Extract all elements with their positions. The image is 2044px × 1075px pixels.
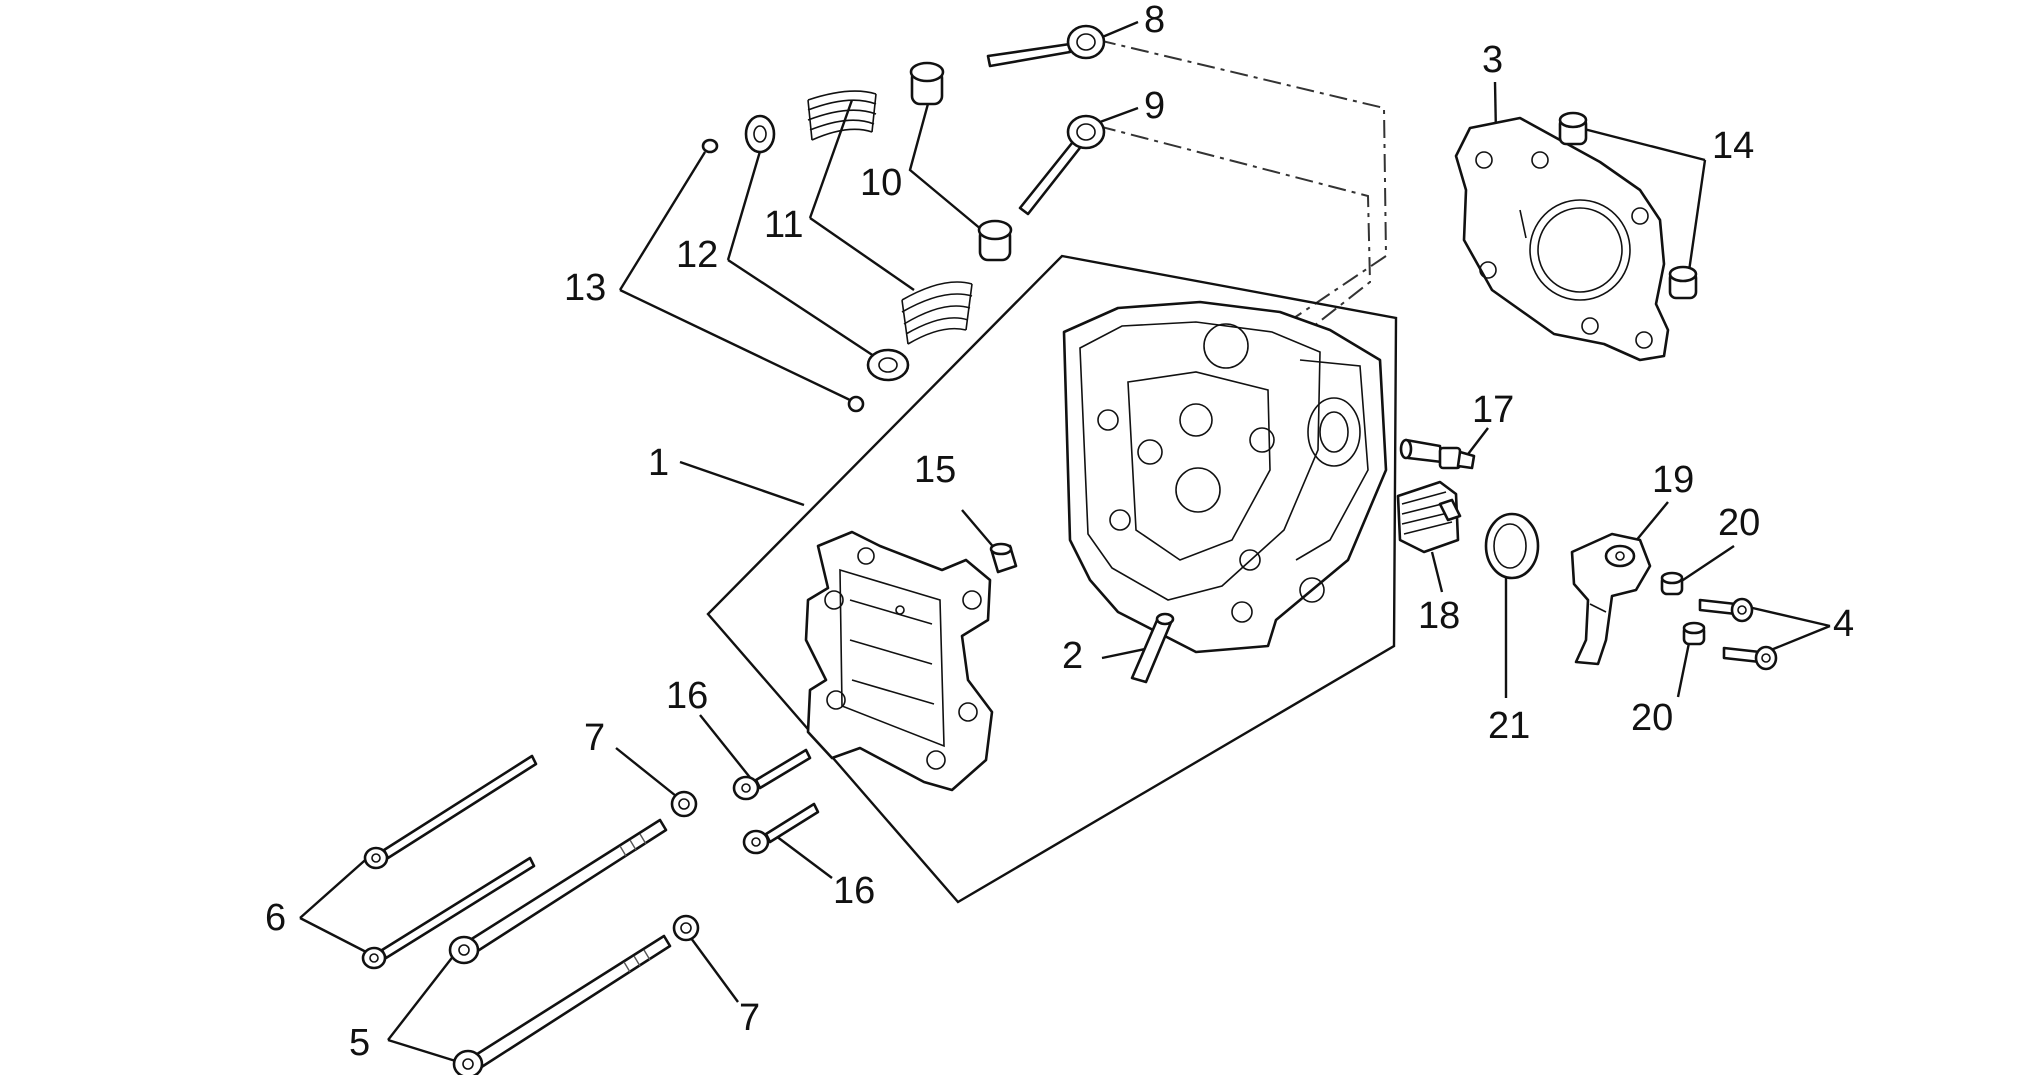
label-4: 4 bbox=[1833, 603, 1854, 645]
label-7-bottom: 7 bbox=[739, 997, 760, 1039]
bushing-top bbox=[1558, 111, 1588, 146]
label-9: 9 bbox=[1144, 85, 1165, 127]
label-20-bottom: 20 bbox=[1631, 697, 1673, 739]
label-10: 10 bbox=[860, 162, 902, 204]
label-20-top: 20 bbox=[1718, 502, 1760, 544]
label-16-bottom: 16 bbox=[833, 870, 875, 912]
valve-seal-bottom bbox=[977, 219, 1013, 262]
label-16-top: 16 bbox=[666, 675, 708, 717]
screw-top bbox=[1698, 597, 1754, 623]
label-12: 12 bbox=[676, 234, 718, 276]
label-2: 2 bbox=[1062, 635, 1083, 677]
bolt-bottom bbox=[742, 802, 820, 855]
callout-labels: 1 2 3 4 5 6 7 7 8 9 10 11 12 13 14 15 16… bbox=[265, 0, 1854, 1064]
valve-spring-bottom bbox=[901, 281, 973, 345]
valve-seal-top bbox=[909, 61, 945, 106]
screw-bottom bbox=[1722, 645, 1778, 671]
cylinder-head bbox=[1062, 300, 1388, 654]
temperature-sensor bbox=[1399, 438, 1476, 470]
nut-top bbox=[1660, 571, 1684, 596]
pin bbox=[989, 542, 1018, 574]
dowel-pin bbox=[1130, 612, 1175, 684]
label-7-top: 7 bbox=[584, 717, 605, 759]
label-21: 21 bbox=[1488, 705, 1530, 747]
assembly-outline bbox=[706, 254, 1398, 904]
nut-bottom bbox=[1682, 621, 1706, 646]
label-5: 5 bbox=[349, 1022, 370, 1064]
stud-bolt-bottom bbox=[452, 934, 672, 1075]
washer-top bbox=[670, 790, 698, 818]
label-13: 13 bbox=[564, 267, 606, 309]
label-18: 18 bbox=[1418, 595, 1460, 637]
label-14: 14 bbox=[1712, 125, 1754, 167]
label-3: 3 bbox=[1482, 39, 1503, 81]
label-17: 17 bbox=[1472, 389, 1514, 431]
stud-bolt-top bbox=[448, 818, 668, 965]
thermostat bbox=[1396, 480, 1462, 554]
thermostat-cover bbox=[1570, 532, 1652, 666]
exhaust-valve bbox=[986, 24, 1106, 68]
head-gasket bbox=[1454, 116, 1670, 362]
long-bolt-top bbox=[363, 754, 538, 870]
label-15: 15 bbox=[914, 449, 956, 491]
valve-cotter-top bbox=[701, 138, 719, 154]
washer-bottom bbox=[672, 914, 700, 942]
label-11: 11 bbox=[764, 204, 803, 246]
valve-spring-top bbox=[807, 90, 877, 141]
long-bolt-bottom bbox=[361, 856, 536, 970]
spring-retainer-bottom bbox=[866, 348, 910, 382]
label-8: 8 bbox=[1144, 0, 1165, 41]
label-6: 6 bbox=[265, 897, 286, 939]
bushing-bottom bbox=[1668, 265, 1698, 300]
label-1: 1 bbox=[648, 442, 669, 484]
rocker-support bbox=[804, 530, 994, 792]
spring-retainer-top bbox=[744, 114, 776, 154]
bolt-top bbox=[732, 748, 812, 801]
label-19: 19 bbox=[1652, 459, 1694, 501]
leader-lines bbox=[299, 20, 1831, 1065]
alignment-lines bbox=[1097, 39, 1388, 341]
intake-valve bbox=[1018, 114, 1106, 216]
valve-cotter-bottom bbox=[847, 395, 865, 413]
o-ring bbox=[1484, 512, 1540, 580]
